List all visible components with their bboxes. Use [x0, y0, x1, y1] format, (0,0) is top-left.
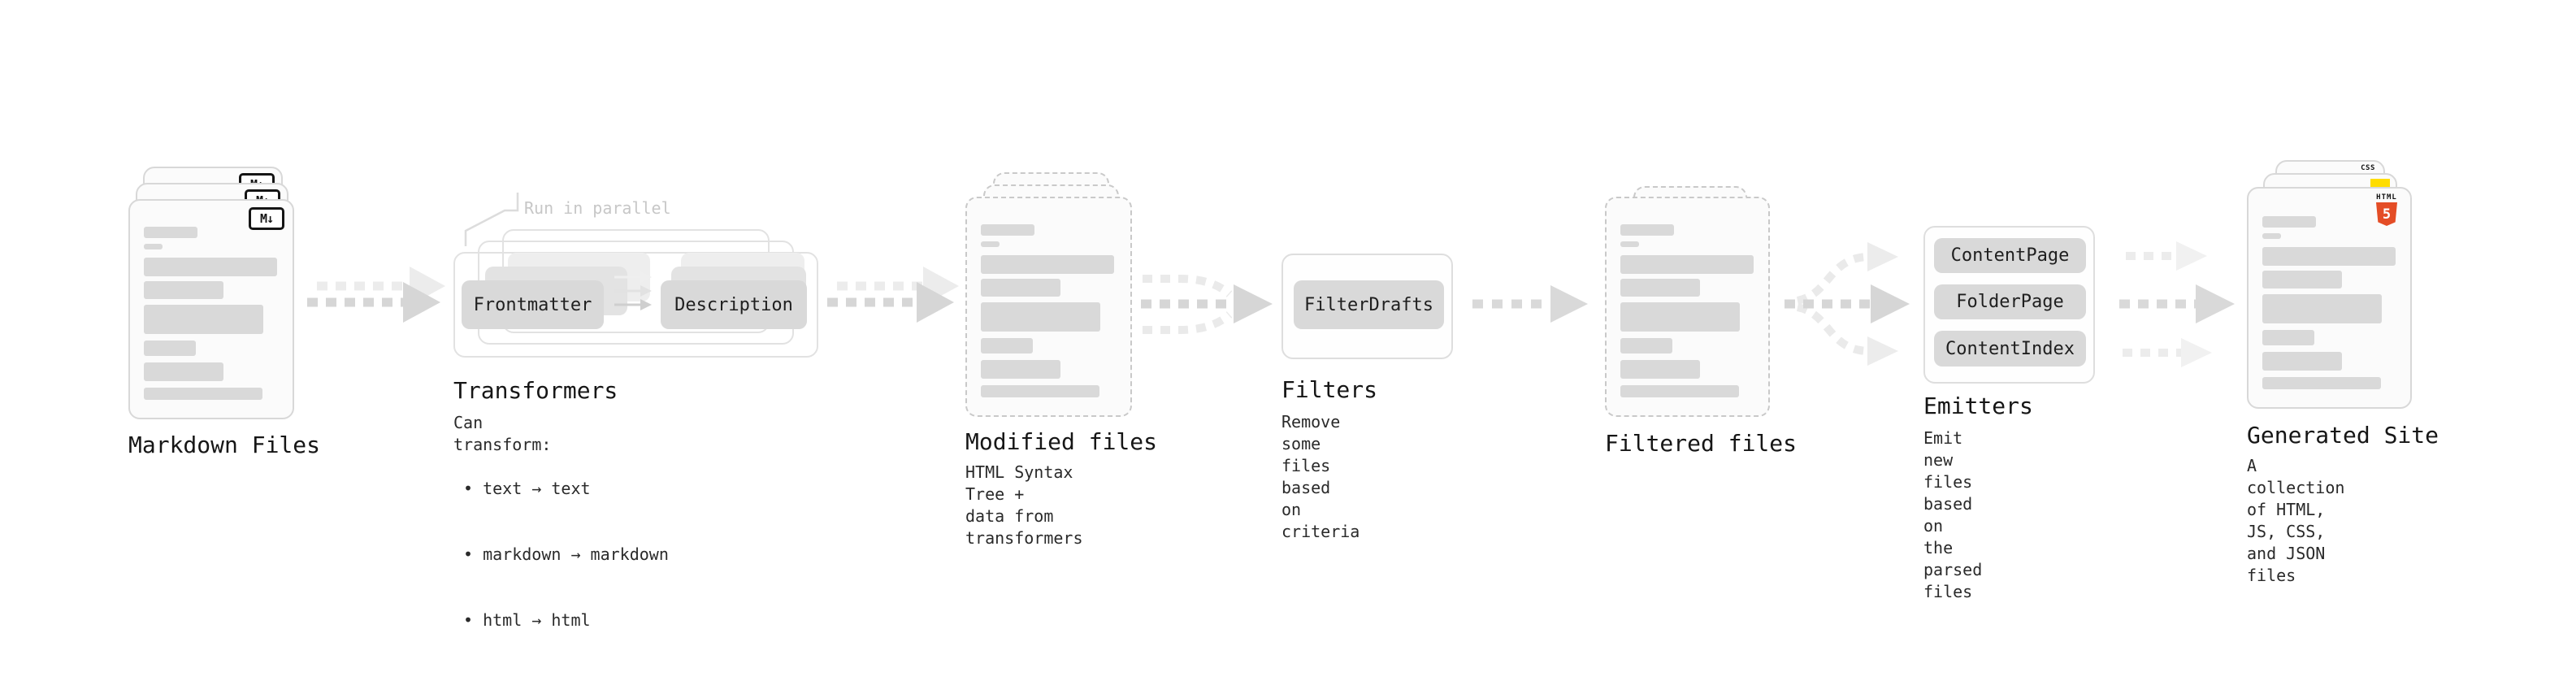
- placeholder-bar: [144, 340, 196, 356]
- transformer-inner-arrows: [614, 271, 652, 310]
- placeholder-bar: [981, 338, 1033, 354]
- folderpage-box: FolderPage: [1934, 284, 2086, 319]
- placeholder-bar: [1620, 385, 1739, 397]
- filtered-file-card-front: [1605, 197, 1770, 417]
- markdown-file-card-front: M↓: [128, 199, 294, 419]
- placeholder-bar: [2262, 247, 2396, 266]
- html5-digit: 5: [2382, 206, 2392, 223]
- arrow-emitters-to-site-bottom: [2123, 338, 2212, 367]
- contentindex-box: ContentIndex: [1934, 331, 2086, 367]
- placeholder-bar: [981, 302, 1100, 332]
- placeholder-bar: [1620, 224, 1674, 236]
- run-in-parallel-label: Run in parallel: [524, 198, 671, 218]
- arrow-filters-to-filtered: [1472, 285, 1588, 323]
- markdown-icon: M↓: [249, 207, 284, 230]
- placeholder-bar: [2262, 377, 2381, 389]
- placeholder-bar: [2262, 294, 2382, 323]
- generated-site-title: Generated Site: [2247, 422, 2439, 449]
- modified-files-subtitle: HTML Syntax Tree + data from transformer…: [965, 462, 1083, 548]
- placeholder-bar: [2262, 271, 2342, 288]
- placeholder-bar: [1620, 255, 1754, 274]
- frontmatter-box: Frontmatter: [462, 280, 604, 329]
- placeholder-bar: [1620, 338, 1672, 354]
- arrow-transformers-to-modified: [827, 282, 954, 323]
- arrow-filtered-to-emitters: [1785, 242, 1910, 366]
- placeholder-bar: [981, 224, 1034, 236]
- css-label: CSS: [2361, 164, 2375, 172]
- filters-title: Filters: [1281, 376, 1378, 403]
- html5-label: HTML: [2376, 193, 2397, 202]
- placeholder-bar: [981, 279, 1060, 297]
- placeholder-bar: [1620, 241, 1639, 247]
- markdown-files-title: Markdown Files: [128, 432, 321, 458]
- placeholder-bar: [144, 362, 223, 381]
- arrow-modified-to-filters: [1141, 275, 1273, 334]
- transformers-subtitle: Can transform:: [453, 413, 552, 454]
- js-file-icon: [2370, 179, 2390, 189]
- placeholder-bar: [144, 305, 263, 334]
- placeholder-bar: [2262, 233, 2281, 239]
- placeholder-bar: [1620, 279, 1700, 297]
- html5-shield: 5: [2376, 202, 2397, 226]
- arrow-markdown-to-transformers: [307, 282, 440, 323]
- description-box: Description: [661, 280, 807, 329]
- placeholder-bar: [2262, 352, 2342, 371]
- transformers-title: Transformers: [453, 377, 618, 404]
- filterdrafts-box: FilterDrafts: [1294, 280, 1444, 329]
- placeholder-bar: [2262, 216, 2316, 228]
- contentpage-box: ContentPage: [1934, 238, 2086, 273]
- placeholder-bar: [981, 360, 1060, 379]
- arrow-emitters-to-site-mid: [2119, 284, 2235, 323]
- placeholder-bar: [144, 227, 197, 238]
- filters-subtitle: Remove some files based on criteria: [1281, 412, 1360, 541]
- placeholder-bar: [1620, 360, 1700, 379]
- placeholder-bar: [144, 388, 262, 400]
- inner-arrow-icon: [614, 271, 652, 310]
- placeholder-bar: [2262, 330, 2314, 345]
- transformer-capability: • markdown → markdown: [463, 544, 669, 564]
- html5-logo-icon: HTML 5: [2373, 193, 2400, 226]
- transformers-bullet-list: • text → text • markdown → markdown • ht…: [453, 434, 669, 675]
- placeholder-bar: [144, 258, 277, 276]
- generated-site-subtitle: A collection of HTML, JS, CSS, and JSON …: [2247, 456, 2345, 585]
- modified-file-card-front: [965, 197, 1132, 417]
- arrow-emitters-to-site-top: [2126, 241, 2207, 271]
- transformer-capability: • text → text: [463, 479, 591, 498]
- filtered-files-title: Filtered files: [1605, 430, 1798, 457]
- placeholder-bar: [1620, 302, 1740, 332]
- parallel-leader-line: [464, 193, 519, 246]
- placeholder-bar: [981, 255, 1114, 274]
- site-file-card-html: HTML 5: [2247, 187, 2412, 409]
- placeholder-bar: [144, 281, 223, 299]
- emitters-title: Emitters: [1923, 393, 2033, 419]
- emitters-subtitle: Emit new files based on the parsed files: [1923, 428, 1983, 601]
- transformer-capability: • html → html: [463, 610, 591, 630]
- placeholder-bar: [981, 385, 1099, 397]
- placeholder-bar: [144, 244, 163, 249]
- placeholder-bar: [981, 241, 1000, 247]
- modified-files-title: Modified files: [965, 428, 1158, 455]
